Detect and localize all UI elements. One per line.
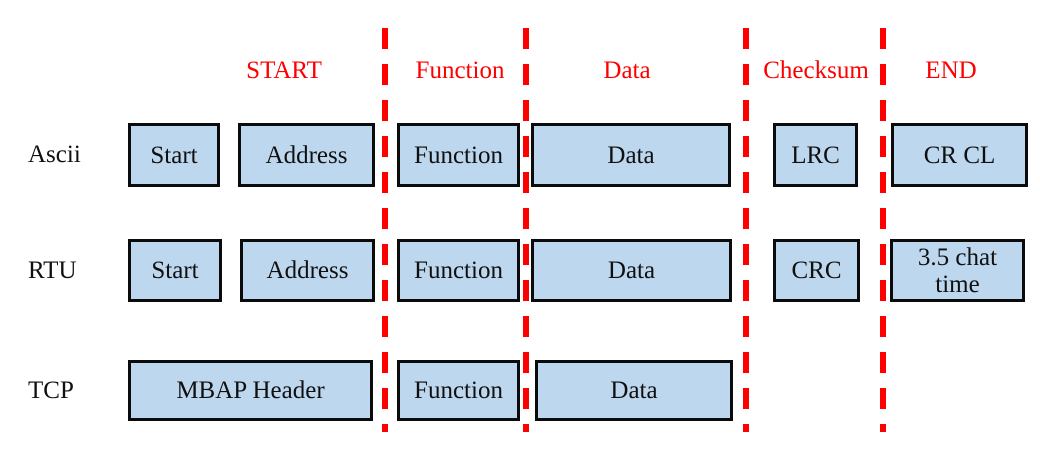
frame-box-label: Address — [266, 257, 349, 284]
row-label-ascii: Ascii — [28, 141, 81, 168]
frame-box-rtu-3-5-chat-time: 3.5 chat time — [890, 239, 1025, 302]
frame-box-rtu-start: Start — [128, 239, 222, 302]
frame-box-ascii-cr-cl: CR CL — [891, 123, 1028, 187]
frame-box-ascii-function: Function — [397, 123, 520, 187]
frame-box-ascii-address: Address — [238, 123, 375, 187]
column-header-end: END — [925, 57, 977, 84]
frame-box-label: Start — [151, 257, 199, 284]
frame-box-tcp-data: Data — [535, 360, 733, 421]
frame-box-label: 3.5 chat time — [917, 243, 998, 298]
frame-box-ascii-lrc: LRC — [773, 123, 858, 187]
frame-box-rtu-data: Data — [531, 239, 732, 302]
frame-box-label: LRC — [791, 141, 840, 169]
dashed-separator-4 — [880, 28, 886, 432]
frame-box-label: Address — [265, 141, 348, 169]
dashed-separator-3 — [743, 28, 749, 432]
frame-box-tcp-function: Function — [397, 360, 520, 421]
frame-box-label: MBAP Header — [176, 377, 325, 404]
frame-box-rtu-function: Function — [397, 239, 520, 302]
frame-box-label: Function — [414, 377, 503, 404]
frame-box-label: CRC — [791, 257, 842, 284]
frame-box-label: Function — [414, 257, 503, 284]
frame-box-label: Data — [607, 141, 655, 169]
frame-box-label: Data — [607, 257, 656, 284]
row-label-tcp: TCP — [28, 376, 74, 404]
column-header-checksum: Checksum — [763, 57, 869, 84]
column-header-data: Data — [603, 57, 651, 84]
frame-box-label: Function — [414, 141, 503, 169]
dashed-separator-1 — [382, 28, 388, 432]
frame-box-label: Start — [150, 141, 198, 169]
dashed-separator-2 — [523, 28, 529, 432]
frame-box-label: CR CL — [923, 141, 996, 169]
frame-box-rtu-crc: CRC — [773, 239, 860, 302]
frame-box-ascii-data: Data — [531, 123, 731, 187]
frame-box-label: Data — [610, 377, 658, 404]
row-label-rtu: RTU — [28, 256, 77, 284]
frame-box-rtu-address: Address — [240, 239, 375, 302]
frame-box-tcp-mbap-header: MBAP Header — [128, 360, 373, 421]
frame-box-ascii-start: Start — [128, 123, 220, 187]
column-header-start: START — [246, 57, 322, 84]
column-header-function: Function — [415, 57, 505, 84]
